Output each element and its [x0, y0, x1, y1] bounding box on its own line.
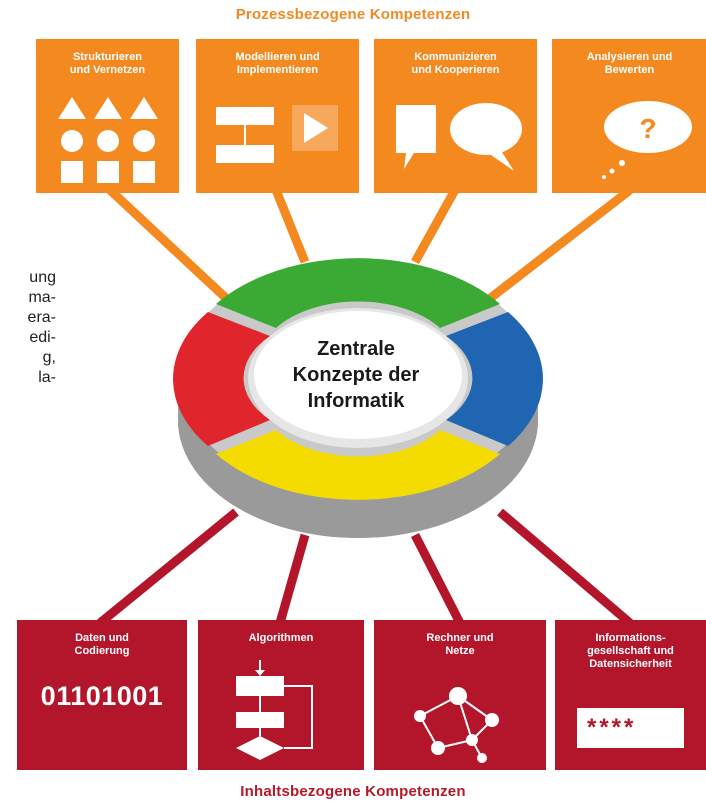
connector-data	[97, 508, 239, 627]
connector-society	[497, 508, 633, 627]
content-box-label: Informations- gesellschaft und Datensich…	[587, 632, 674, 670]
connector-networks	[410, 532, 465, 626]
ring-segment-yellow	[216, 430, 500, 500]
connector-algorithms	[275, 533, 310, 625]
orange-connectors	[106, 186, 633, 304]
process-box-communicating: Kommunizieren und Kooperieren	[374, 39, 537, 193]
network-graph-icon	[414, 687, 499, 763]
process-box-label: Modellieren und Implementieren	[235, 51, 320, 76]
content-box-computers-networks: Rechner und Netze	[374, 620, 546, 770]
ring-segment-green	[216, 258, 500, 328]
connector-structuring	[106, 186, 232, 304]
content-box-algorithms: Algorithmen	[198, 620, 364, 770]
process-box-label: Strukturieren und Vernetzen	[69, 51, 146, 76]
content-box-label: Algorithmen	[248, 632, 314, 644]
content-box-label: Rechner und Netze	[426, 632, 494, 657]
binary-icon: 01101001	[40, 681, 164, 711]
process-box-structuring: Strukturieren und Vernetzen	[36, 39, 179, 193]
connector-analysing	[485, 186, 633, 304]
central-concepts-label: Zentrale Konzepte der Informatik	[292, 338, 420, 412]
ring-segment-red	[173, 312, 270, 446]
speech-bubbles-icon	[396, 103, 522, 171]
connector-modelling	[271, 188, 310, 264]
question-bubble-icon: ?	[602, 101, 692, 179]
content-competencies-heading: Inhaltsbezogene Kompetenzen	[240, 783, 466, 800]
process-box-modelling: Modellieren und Implementieren	[196, 39, 359, 193]
content-box-label: Daten und Codierung	[74, 632, 130, 657]
content-box-information-society: Informations- gesellschaft und Datensich…	[555, 620, 706, 770]
svg-text:?: ?	[639, 113, 656, 144]
shapes-icon	[58, 97, 158, 183]
content-box-data-coding: Daten und Codierung 01101001	[17, 620, 187, 770]
password-field-icon: ****	[577, 708, 684, 748]
flowchart-play-icon	[216, 105, 338, 163]
red-connectors	[97, 508, 633, 627]
process-box-analysing: Analysieren und Bewerten ?	[552, 39, 706, 193]
process-box-label: Kommunizieren und Kooperieren	[411, 51, 500, 76]
process-competencies-heading: Prozessbezogene Kompetenzen	[235, 6, 471, 23]
ring-segment-blue	[446, 312, 543, 446]
connector-communicating	[411, 187, 459, 265]
algorithm-flowchart-icon	[236, 660, 313, 760]
side-text-fragment: ung ma- era- edi- g, la-	[27, 269, 56, 386]
process-box-label: Analysieren und Bewerten	[586, 51, 673, 76]
central-disc	[173, 258, 543, 538]
